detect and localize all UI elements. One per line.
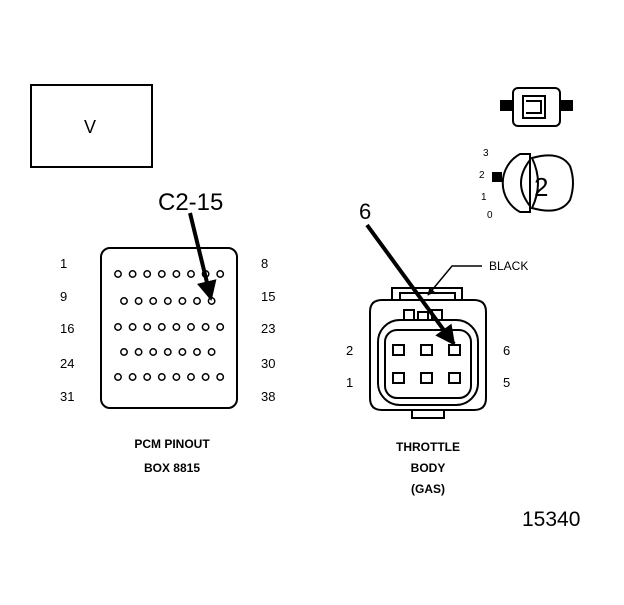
throttle-caption-line2: BODY — [410, 461, 446, 475]
pcm-pin — [178, 348, 187, 356]
pcm-pin — [134, 348, 143, 356]
pcm-pin — [149, 348, 158, 356]
lock-scale-label: 1 — [481, 192, 487, 203]
throttle-callout-arrow — [365, 223, 456, 346]
pcm-pin — [120, 297, 128, 305]
pcm-pin — [128, 323, 137, 331]
pcm-pin — [163, 297, 172, 305]
pcm-pin-label-left: 1 — [60, 256, 68, 271]
pcm-pin — [187, 373, 195, 381]
pcm-pin-label-right: 23 — [261, 321, 276, 336]
pcm-pin-grid — [114, 270, 225, 381]
pcm-pin-label-right: 38 — [261, 389, 276, 404]
pcm-pin — [114, 373, 122, 381]
lock-scale-label: 3 — [483, 148, 489, 159]
pcm-pin — [128, 270, 137, 278]
pcm-pin-label-left: 24 — [60, 356, 75, 371]
pcm-pin — [157, 270, 166, 278]
pcm-caption-line2: BOX 8815 — [143, 461, 201, 475]
pcm-pin — [201, 373, 210, 381]
pcm-connector-body — [100, 247, 238, 409]
throttle-pin-label-left: 2 — [346, 343, 354, 358]
pcm-pin — [134, 297, 143, 305]
pcm-pin — [201, 323, 210, 331]
black-color-label: BLACK — [489, 259, 529, 273]
throttle-pin-label-right: 5 — [503, 375, 511, 390]
pcm-pin — [149, 297, 158, 305]
pcm-pin-label-right: 8 — [261, 256, 269, 271]
throttle-caption-line3: (GAS) — [411, 482, 445, 496]
pcm-pin-label-left: 9 — [60, 289, 68, 304]
figure-number: 15340 — [522, 508, 581, 531]
connector-top-icon — [500, 87, 573, 127]
pcm-pin-label-right: 15 — [261, 289, 276, 304]
pcm-callout-label: C2-15 — [158, 189, 224, 216]
pcm-pin — [207, 348, 216, 356]
pcm-pin — [120, 348, 128, 356]
throttle-caption-line1: THROTTLE — [396, 440, 460, 454]
pcm-pin — [172, 323, 181, 331]
pcm-callout-arrow — [188, 212, 217, 301]
pcm-pin — [157, 373, 166, 381]
pcm-pin — [143, 323, 152, 331]
pcm-pin-label-left: 16 — [60, 321, 75, 336]
view-box — [30, 84, 153, 168]
throttle-connector — [369, 287, 487, 419]
throttle-pin-label-left: 1 — [346, 375, 354, 390]
pcm-pin — [187, 323, 195, 331]
pcm-pin — [193, 297, 201, 305]
pcm-pin — [143, 270, 152, 278]
lock-scale-label: 2 — [479, 170, 485, 181]
black-leader-line — [427, 265, 482, 296]
pcm-pin-label-left: 31 — [60, 389, 75, 404]
pcm-pin — [114, 270, 122, 278]
pcm-pin — [172, 270, 181, 278]
pcm-pin-label-right: 30 — [261, 356, 276, 371]
pcm-pin — [216, 323, 225, 331]
pcm-pin — [187, 270, 195, 278]
pcm-pin — [193, 348, 201, 356]
pcm-pin — [163, 348, 172, 356]
pcm-pin — [114, 323, 122, 331]
pcm-pin — [128, 373, 137, 381]
pcm-pin — [172, 373, 181, 381]
pcm-caption-line1: PCM PINOUT — [134, 437, 210, 451]
pcm-pin — [157, 323, 166, 331]
pcm-pin — [216, 373, 225, 381]
throttle-pin-label-right: 6 — [503, 343, 511, 358]
pcm-pin — [178, 297, 187, 305]
throttle-callout-label: 6 — [359, 199, 372, 224]
pcm-pin — [216, 270, 225, 278]
view-box-label: V — [84, 117, 97, 137]
lock-scale-label: 0 — [487, 210, 493, 221]
lock-position-value: 2 — [534, 172, 549, 202]
pcm-pin — [143, 373, 152, 381]
lock-position-icon — [492, 153, 574, 213]
